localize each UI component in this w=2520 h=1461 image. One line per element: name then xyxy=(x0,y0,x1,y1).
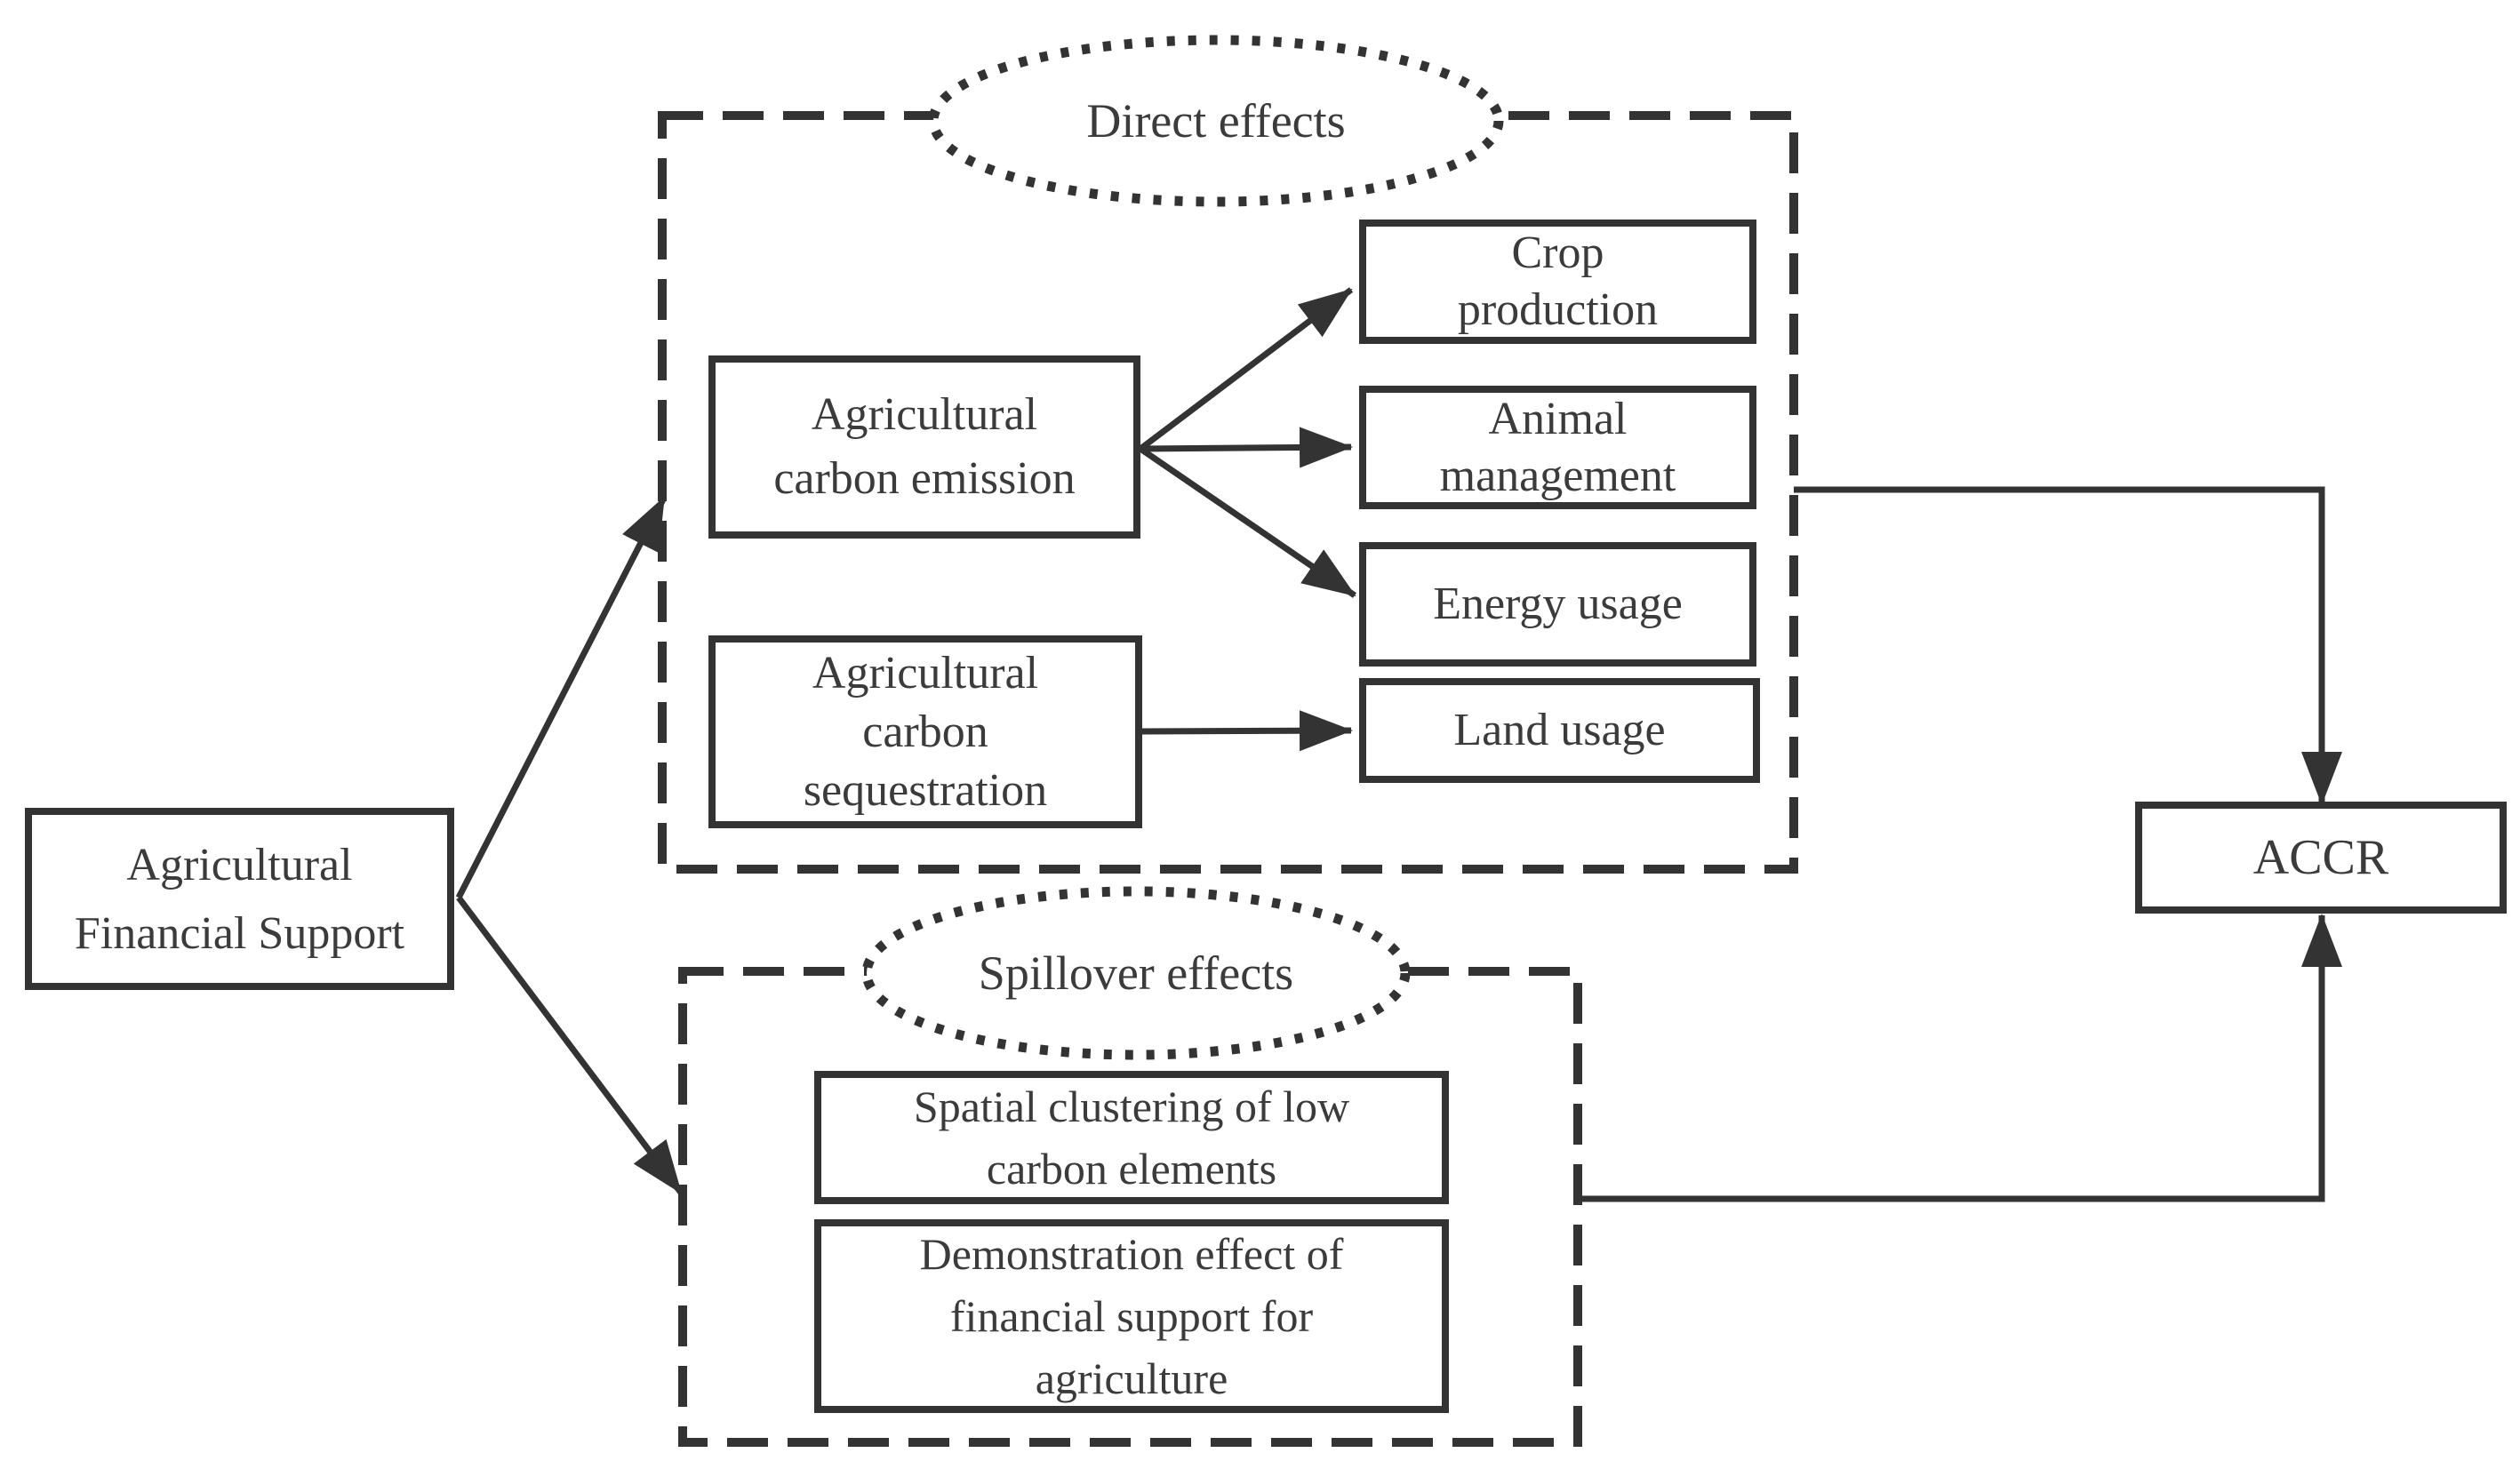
agricultural-carbon-emission-box: Agricultural carbon emission xyxy=(708,355,1140,539)
energy-label: Energy usage xyxy=(1433,579,1683,629)
afs-label-line2: Financial Support xyxy=(74,907,405,959)
crop-production-box: Crop production xyxy=(1359,220,1756,344)
direct-effects-text: Direct effects xyxy=(1086,94,1346,148)
arrow-spillover-effects-to-accr xyxy=(1578,914,2342,1202)
arrow-direct-effects-to-accr xyxy=(1794,486,2342,805)
land-label: Land usage xyxy=(1453,705,1666,755)
agricultural-carbon-sequestration-box: Agricultural carbon sequestration xyxy=(708,635,1142,828)
afs-label-line1: Agricultural xyxy=(126,839,353,890)
demonstration-effect-box: Demonstration effect of financial suppor… xyxy=(814,1219,1449,1413)
demonstration-label-line3: agriculture xyxy=(1035,1353,1228,1403)
spatial-clustering-box: Spatial clustering of low carbon element… xyxy=(814,1071,1449,1204)
spillover-effects-text: Spillover effects xyxy=(978,946,1294,1000)
sequestration-label-line2: carbon xyxy=(862,706,988,757)
emission-label-line1: Agricultural xyxy=(811,389,1038,440)
spatial-label-line2: carbon elements xyxy=(986,1144,1277,1194)
crop-label-line1: Crop xyxy=(1511,228,1604,278)
agricultural-financial-support-box: Agricultural Financial Support xyxy=(25,808,454,990)
accr-label: ACCR xyxy=(2252,830,2389,885)
animal-label-line1: Animal xyxy=(1488,393,1628,444)
sequestration-label-line3: sequestration xyxy=(803,764,1048,816)
arrow-sequestration-to-land-usage xyxy=(1141,710,1353,752)
spillover-effects-label: Spillover effects xyxy=(867,891,1405,1055)
direct-effects-ellipse xyxy=(928,35,1504,207)
crop-label-line2: production xyxy=(1457,284,1659,335)
arrow-afs-to-spillover-effects xyxy=(456,895,684,1195)
land-usage-box: Land usage xyxy=(1359,678,1760,783)
arrow-emission-to-animal-management xyxy=(1140,427,1353,468)
sequestration-label-line1: Agricultural xyxy=(812,647,1039,699)
direct-effects-label: Direct effects xyxy=(933,40,1499,202)
arrow-emission-to-crop-production xyxy=(1138,287,1354,451)
arrow-emission-to-energy-usage xyxy=(1139,446,1356,598)
emission-label-line2: carbon emission xyxy=(773,453,1076,504)
spatial-label-line1: Spatial clustering of low xyxy=(913,1082,1350,1131)
animal-label-line2: management xyxy=(1439,450,1676,501)
arrow-afs-to-direct-effects xyxy=(455,496,668,899)
energy-usage-box: Energy usage xyxy=(1359,542,1756,667)
animal-management-box: Animal management xyxy=(1359,386,1756,509)
demonstration-label-line1: Demonstration effect of xyxy=(919,1229,1344,1279)
accr-box: ACCR xyxy=(2135,802,2507,914)
demonstration-label-line2: financial support for xyxy=(949,1291,1314,1341)
spillover-effects-ellipse xyxy=(861,886,1411,1060)
